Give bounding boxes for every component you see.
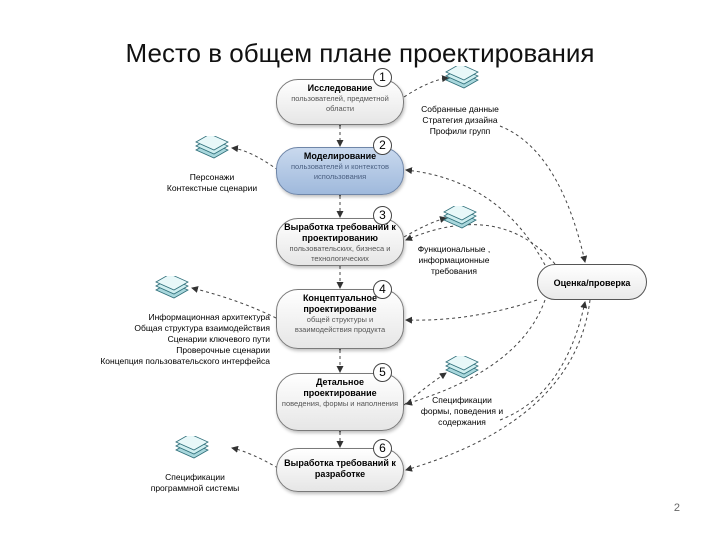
stage-requirements: Выработка требований к проектированию по…: [276, 218, 404, 266]
arrow-to-req-docs: [403, 216, 447, 238]
arrow-to-dev-docs: [231, 445, 279, 469]
stage-title: Концептуальное проектирование: [302, 293, 378, 314]
stage-number-badge: 3: [373, 206, 392, 225]
page-number: 2: [673, 502, 680, 514]
eval-to-requirements: [405, 224, 556, 265]
stage-title: Выработка требований к разработке: [284, 458, 396, 479]
stage-title: Исследование: [307, 83, 373, 93]
stage-detailed: Детальное проектирование поведения, форм…: [276, 373, 404, 431]
artifact-label-concept: Информационная архитектура Общая структу…: [100, 312, 270, 366]
stage-modeling: Моделирование пользователей и контекстов…: [276, 147, 404, 195]
arrow-to-concept-docs: [191, 286, 277, 319]
document-stack-icon: [445, 66, 479, 89]
document-stack-icon: [445, 356, 479, 379]
artifact-label-detailed: Спецификации формы, поведения и содержан…: [420, 395, 504, 427]
eval-to-concept: [405, 299, 538, 324]
document-stack-icon: [155, 276, 189, 299]
stage-title: Детальное проектирование: [303, 377, 377, 398]
stage-number-badge: 2: [373, 136, 392, 155]
document-stack-icon: [443, 206, 477, 229]
artifact-label-modeling: Персонажи Контекстные сценарии: [166, 172, 258, 193]
artifact-label-requirements: Функциональные , информационные требован…: [417, 244, 491, 276]
page-title: Место в общем плане проектирования: [125, 38, 595, 68]
stage-title: Выработка требований к проектированию: [284, 222, 396, 243]
stage-concept: Концептуальное проектирование общей стру…: [276, 289, 404, 349]
stage-subtitle: пользователей и контекстов использования: [291, 162, 389, 181]
arrow-to-spec-docs: [403, 372, 447, 406]
artifact-label-development: Спецификации программной системы: [150, 472, 240, 493]
arrow-to-research-docs: [403, 75, 449, 98]
stage-subtitle: общей структуры и взаимодействия продукт…: [294, 315, 386, 334]
stage-title: Моделирование: [303, 151, 377, 161]
document-stack-icon: [175, 436, 209, 459]
eval-to-development: [405, 299, 591, 472]
artifact-label-research: Собранные данные Стратегия дизайна Профи…: [421, 104, 499, 136]
eval-to-detailed: [405, 299, 546, 406]
stage-subtitle: пользователей, предметной области: [291, 94, 389, 113]
stage-subtitle: поведения, формы и наполнения: [281, 399, 399, 408]
arrow-to-persona-docs: [231, 145, 279, 171]
stage-number-badge: 5: [373, 363, 392, 382]
stage-number-badge: 6: [373, 439, 392, 458]
eval-from-research: [499, 125, 588, 263]
stage-number-badge: 1: [373, 68, 392, 87]
document-stack-icon: [195, 136, 229, 159]
evaluation-node: Оценка/проверка: [537, 264, 647, 300]
stage-number-badge: 4: [373, 280, 392, 299]
stage-subtitle: пользовательских, бизнеса и технологичес…: [289, 244, 391, 263]
